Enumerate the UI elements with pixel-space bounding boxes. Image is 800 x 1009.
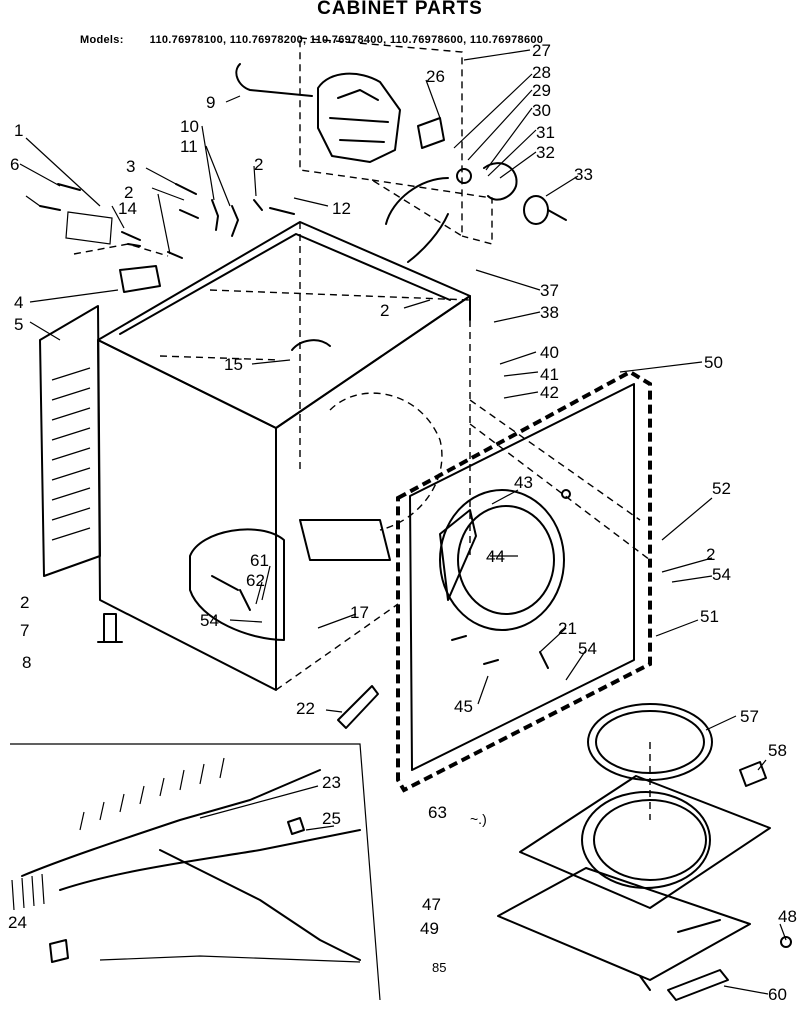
part-label-40: 40 (540, 343, 559, 362)
models-label: Models: (80, 34, 124, 46)
part-label-2e: 2 (20, 593, 29, 612)
part-label-44: 44 (486, 547, 505, 566)
part-label-29: 29 (532, 81, 551, 100)
part-label-2b: 2 (124, 183, 133, 202)
part-label-41: 41 (540, 365, 559, 384)
part-label-2a: 2 (254, 155, 263, 174)
motor-assembly-group (235, 37, 567, 263)
diagram-title: CABINET PARTS (317, 0, 483, 19)
part-label-57: 57 (740, 707, 759, 726)
part-label-15: 15 (224, 355, 243, 374)
part-label-24: 24 (8, 913, 27, 932)
part-label-49: 49 (420, 919, 439, 938)
part-label-8: 8 (22, 653, 31, 672)
stray-mark: ~.) (470, 811, 487, 827)
part-label-58: 58 (768, 741, 787, 760)
part-label-4: 4 (14, 293, 23, 312)
part-label-3: 3 (126, 157, 135, 176)
part-label-51: 51 (700, 607, 719, 626)
part-label-54a: 54 (200, 611, 219, 630)
part-label-14: 14 (118, 199, 137, 218)
part-label-1: 1 (14, 121, 23, 140)
part-label-27: 27 (532, 41, 551, 60)
part-label-54b: 54 (712, 565, 731, 584)
wiring-harness (10, 743, 381, 1001)
footer-code: 85 (432, 960, 446, 975)
part-label-26: 26 (426, 67, 445, 86)
leader-lines (19, 49, 787, 995)
part-label-21: 21 (558, 619, 577, 638)
part-label-2c: 2 (380, 301, 389, 320)
part-label-62: 62 (246, 571, 265, 590)
part-label-33: 33 (574, 165, 593, 184)
part-label-12: 12 (332, 199, 351, 218)
part-label-43: 43 (514, 473, 533, 492)
models-list: 110.76978100, 110.76978200, 110.76978400… (149, 34, 544, 46)
part-label-22: 22 (296, 699, 315, 718)
front-panel (396, 369, 652, 793)
part-label-11: 11 (180, 137, 198, 156)
part-label-25: 25 (322, 809, 341, 828)
door-assembly (497, 703, 792, 1001)
part-label-7: 7 (20, 621, 29, 640)
part-label-42: 42 (540, 383, 559, 402)
part-label-60: 60 (768, 985, 787, 1004)
part-label-28: 28 (532, 63, 551, 82)
part-label-47: 47 (422, 895, 441, 914)
part-label-32: 32 (536, 143, 555, 162)
part-label-5: 5 (14, 315, 23, 334)
part-label-63: 63 (428, 803, 447, 822)
part-label-2d: 2 (706, 545, 715, 564)
part-label-30: 30 (532, 101, 551, 120)
part-label-17: 17 (350, 603, 369, 622)
models-line: Models: 110.76978100, 110.76978200, 110.7… (80, 34, 543, 46)
cabinet-body (39, 221, 471, 729)
part-label-52: 52 (712, 479, 731, 498)
part-label-31: 31 (536, 123, 555, 142)
part-label-9: 9 (206, 93, 215, 112)
part-label-54c: 54 (578, 639, 597, 658)
part-label-48: 48 (778, 907, 797, 926)
part-label-23: 23 (322, 773, 341, 792)
part-label-37: 37 (540, 281, 559, 300)
part-label-61: 61 (250, 551, 269, 570)
part-label-38: 38 (540, 303, 559, 322)
part-label-6: 6 (10, 155, 19, 174)
part-label-10: 10 (180, 117, 199, 136)
part-label-45: 45 (454, 697, 473, 716)
part-label-50: 50 (704, 353, 723, 372)
